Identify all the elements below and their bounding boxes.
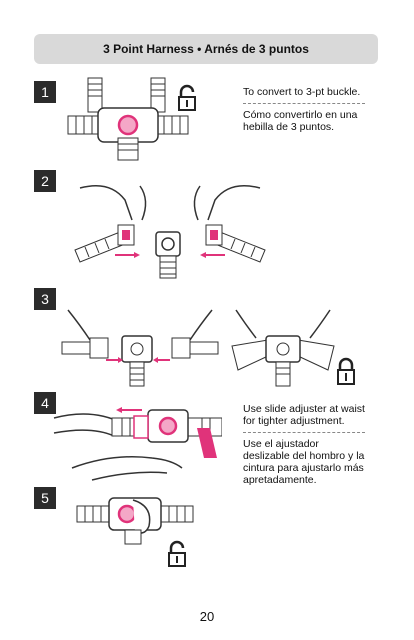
step-1-note: To convert to 3-pt buckle. Cómo converti…	[243, 86, 368, 133]
step-5-illustration	[75, 496, 195, 546]
section-header: 3 Point Harness • Arnés de 3 puntos	[34, 34, 378, 64]
step-3-illustration-left	[60, 300, 220, 390]
step-4-note: Use slide adjuster at waist for tighter …	[243, 403, 368, 486]
note-divider	[243, 103, 365, 104]
step-number-3: 3	[34, 288, 56, 310]
note-divider	[243, 432, 365, 433]
section-title: 3 Point Harness • Arnés de 3 puntos	[103, 42, 309, 56]
step-number-1: 1	[34, 81, 56, 103]
step-4-illustration	[52, 398, 222, 483]
step-1-text-es: Cómo convertirlo en una hebilla de 3 pun…	[243, 109, 358, 133]
step-number-2: 2	[34, 170, 56, 192]
lock-icon	[335, 356, 357, 386]
step-number-4: 4	[34, 392, 56, 414]
step-number-5: 5	[34, 487, 56, 509]
step-2-illustration	[70, 180, 270, 280]
page-number: 20	[199, 609, 215, 624]
step-1-text-en: To convert to 3-pt buckle.	[243, 86, 361, 98]
unlock-icon	[176, 84, 198, 112]
step-4-text-es: Use el ajustador deslizable del hombro y…	[243, 438, 365, 486]
step-4-text-en: Use slide adjuster at waist for tighter …	[243, 403, 365, 427]
unlock-icon	[166, 540, 188, 568]
step-3-illustration-right	[228, 300, 338, 390]
step-1-illustration	[66, 76, 191, 161]
